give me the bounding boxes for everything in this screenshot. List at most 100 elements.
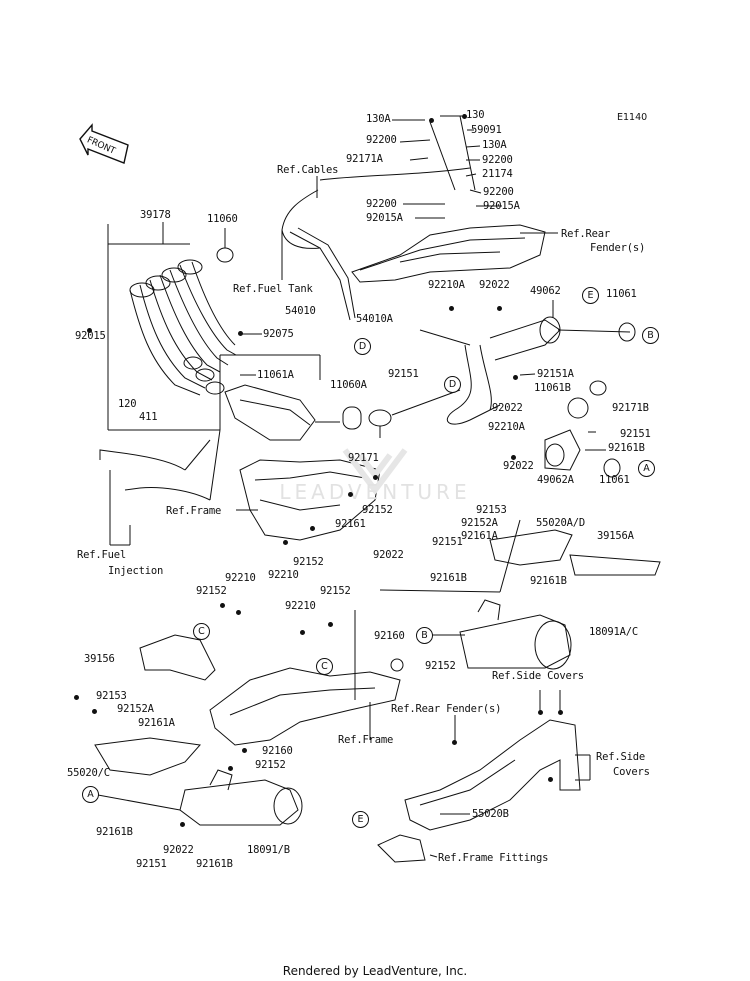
part-label-11060A[interactable]: 11060A bbox=[330, 379, 367, 391]
bolt-marker bbox=[558, 710, 563, 715]
part-label-55020-C[interactable]: 55020/C bbox=[67, 767, 110, 779]
part-label-11061B[interactable]: 11061B bbox=[534, 382, 571, 394]
ref-side-covers-label-2[interactable]: Ref.Side bbox=[596, 751, 645, 763]
washer-marker bbox=[92, 709, 97, 714]
ref-frame-label-2[interactable]: Ref.Frame bbox=[338, 734, 394, 746]
part-label-92161B[interactable]: 92161B bbox=[530, 575, 567, 587]
part-label-92153[interactable]: 92153 bbox=[476, 504, 507, 516]
part-label-92161B[interactable]: 92161B bbox=[96, 826, 133, 838]
part-label-92200[interactable]: 92200 bbox=[366, 134, 397, 146]
ref-rear-fender-label-3[interactable]: Ref.Rear Fender(s) bbox=[391, 703, 502, 715]
part-label-21174[interactable]: 21174 bbox=[482, 168, 513, 180]
callout-B[interactable]: B bbox=[642, 327, 659, 344]
callout-D[interactable]: D bbox=[444, 376, 461, 393]
part-label-92152[interactable]: 92152 bbox=[293, 556, 324, 568]
callout-D[interactable]: D bbox=[354, 338, 371, 355]
part-label-18091A-C[interactable]: 18091A/C bbox=[589, 626, 638, 638]
ref-side-covers-label-3[interactable]: Covers bbox=[613, 766, 650, 778]
bolt-marker bbox=[513, 375, 518, 380]
washer-marker bbox=[242, 748, 247, 753]
part-label-92015[interactable]: 92015 bbox=[75, 330, 106, 342]
part-label-92153[interactable]: 92153 bbox=[96, 690, 127, 702]
part-label-92022[interactable]: 92022 bbox=[163, 844, 194, 856]
callout-B[interactable]: B bbox=[416, 627, 433, 644]
ref-side-covers-label[interactable]: Ref.Side Covers bbox=[492, 670, 584, 682]
ref-cables-label[interactable]: Ref.Cables bbox=[277, 164, 339, 176]
callout-E[interactable]: E bbox=[352, 811, 369, 828]
ref-fuel-injection-label[interactable]: Ref.Fuel bbox=[77, 549, 126, 561]
part-label-92161A[interactable]: 92161A bbox=[138, 717, 175, 729]
part-label-92160[interactable]: 92160 bbox=[374, 630, 405, 642]
ref-frame-fittings-label[interactable]: Ref.Frame Fittings bbox=[438, 852, 549, 864]
part-label-18091-B[interactable]: 18091/B bbox=[247, 844, 290, 856]
part-label-92022[interactable]: 92022 bbox=[492, 402, 523, 414]
part-label-54010[interactable]: 54010 bbox=[285, 305, 316, 317]
part-label-130A[interactable]: 130A bbox=[482, 139, 507, 151]
part-label-411[interactable]: 411 bbox=[139, 411, 158, 423]
part-label-92152[interactable]: 92152 bbox=[196, 585, 227, 597]
part-label-92161B[interactable]: 92161B bbox=[608, 442, 645, 454]
part-label-92015A[interactable]: 92015A bbox=[483, 200, 520, 212]
part-label-92210[interactable]: 92210 bbox=[285, 600, 316, 612]
part-label-92161B[interactable]: 92161B bbox=[196, 858, 233, 870]
callout-A[interactable]: A bbox=[638, 460, 655, 477]
part-label-92161B[interactable]: 92161B bbox=[430, 572, 467, 584]
callout-E[interactable]: E bbox=[582, 287, 599, 304]
part-label-59091[interactable]: 59091 bbox=[471, 124, 502, 136]
part-label-92200[interactable]: 92200 bbox=[483, 186, 514, 198]
part-label-92022[interactable]: 92022 bbox=[479, 279, 510, 291]
part-label-11061[interactable]: 11061 bbox=[599, 474, 630, 486]
ref-rear-fender-label[interactable]: Ref.Rear bbox=[561, 228, 610, 240]
part-label-92210A[interactable]: 92210A bbox=[428, 279, 465, 291]
nut-marker bbox=[236, 610, 241, 615]
part-label-92161[interactable]: 92161 bbox=[335, 518, 366, 530]
part-label-55020A-D[interactable]: 55020A/D bbox=[536, 517, 585, 529]
part-label-92161A[interactable]: 92161A bbox=[461, 530, 498, 542]
part-label-92200[interactable]: 92200 bbox=[482, 154, 513, 166]
part-label-120[interactable]: 120 bbox=[118, 398, 137, 410]
part-label-39178[interactable]: 39178 bbox=[140, 209, 171, 221]
part-label-92152A[interactable]: 92152A bbox=[117, 703, 154, 715]
part-label-92151[interactable]: 92151 bbox=[432, 536, 463, 548]
part-label-39156A[interactable]: 39156A bbox=[597, 530, 634, 542]
part-label-92015A[interactable]: 92015A bbox=[366, 212, 403, 224]
part-label-130A[interactable]: 130A bbox=[366, 113, 391, 125]
part-label-55020B[interactable]: 55020B bbox=[472, 808, 509, 820]
part-label-92152[interactable]: 92152 bbox=[425, 660, 456, 672]
part-label-92151A[interactable]: 92151A bbox=[537, 368, 574, 380]
part-label-11061[interactable]: 11061 bbox=[606, 288, 637, 300]
part-label-92151[interactable]: 92151 bbox=[620, 428, 651, 440]
part-label-92075[interactable]: 92075 bbox=[263, 328, 294, 340]
part-label-92152[interactable]: 92152 bbox=[255, 759, 286, 771]
ref-fuel-injection-label-2[interactable]: Injection bbox=[108, 565, 164, 577]
part-label-11061A[interactable]: 11061A bbox=[257, 369, 294, 381]
part-label-92210A[interactable]: 92210A bbox=[488, 421, 525, 433]
callout-C[interactable]: C bbox=[193, 623, 210, 640]
part-label-92171B[interactable]: 92171B bbox=[612, 402, 649, 414]
part-label-11060[interactable]: 11060 bbox=[207, 213, 238, 225]
part-label-92151[interactable]: 92151 bbox=[136, 858, 167, 870]
ref-fuel-tank-label[interactable]: Ref.Fuel Tank bbox=[233, 283, 313, 295]
ref-frame-label[interactable]: Ref.Frame bbox=[166, 505, 222, 517]
part-label-92151[interactable]: 92151 bbox=[388, 368, 419, 380]
part-label-92022[interactable]: 92022 bbox=[373, 549, 404, 561]
part-label-92152[interactable]: 92152 bbox=[362, 504, 393, 516]
part-label-39156[interactable]: 39156 bbox=[84, 653, 115, 665]
callout-A[interactable]: A bbox=[82, 786, 99, 803]
part-label-92200[interactable]: 92200 bbox=[366, 198, 397, 210]
callout-C[interactable]: C bbox=[316, 658, 333, 675]
part-label-92152A[interactable]: 92152A bbox=[461, 517, 498, 529]
part-label-130[interactable]: 130 bbox=[466, 109, 485, 121]
part-label-92022[interactable]: 92022 bbox=[503, 460, 534, 472]
part-label-54010A[interactable]: 54010A bbox=[356, 313, 393, 325]
part-label-92210[interactable]: 92210 bbox=[225, 572, 256, 584]
part-label-92171A[interactable]: 92171A bbox=[346, 153, 383, 165]
washer-marker bbox=[238, 331, 243, 336]
part-label-49062[interactable]: 49062 bbox=[530, 285, 561, 297]
part-label-92152[interactable]: 92152 bbox=[320, 585, 351, 597]
part-label-92160[interactable]: 92160 bbox=[262, 745, 293, 757]
part-label-92171[interactable]: 92171 bbox=[348, 452, 379, 464]
part-label-49062A[interactable]: 49062A bbox=[537, 474, 574, 486]
part-label-92210[interactable]: 92210 bbox=[268, 569, 299, 581]
ref-rear-fender-label-2[interactable]: Fender(s) bbox=[590, 242, 646, 254]
